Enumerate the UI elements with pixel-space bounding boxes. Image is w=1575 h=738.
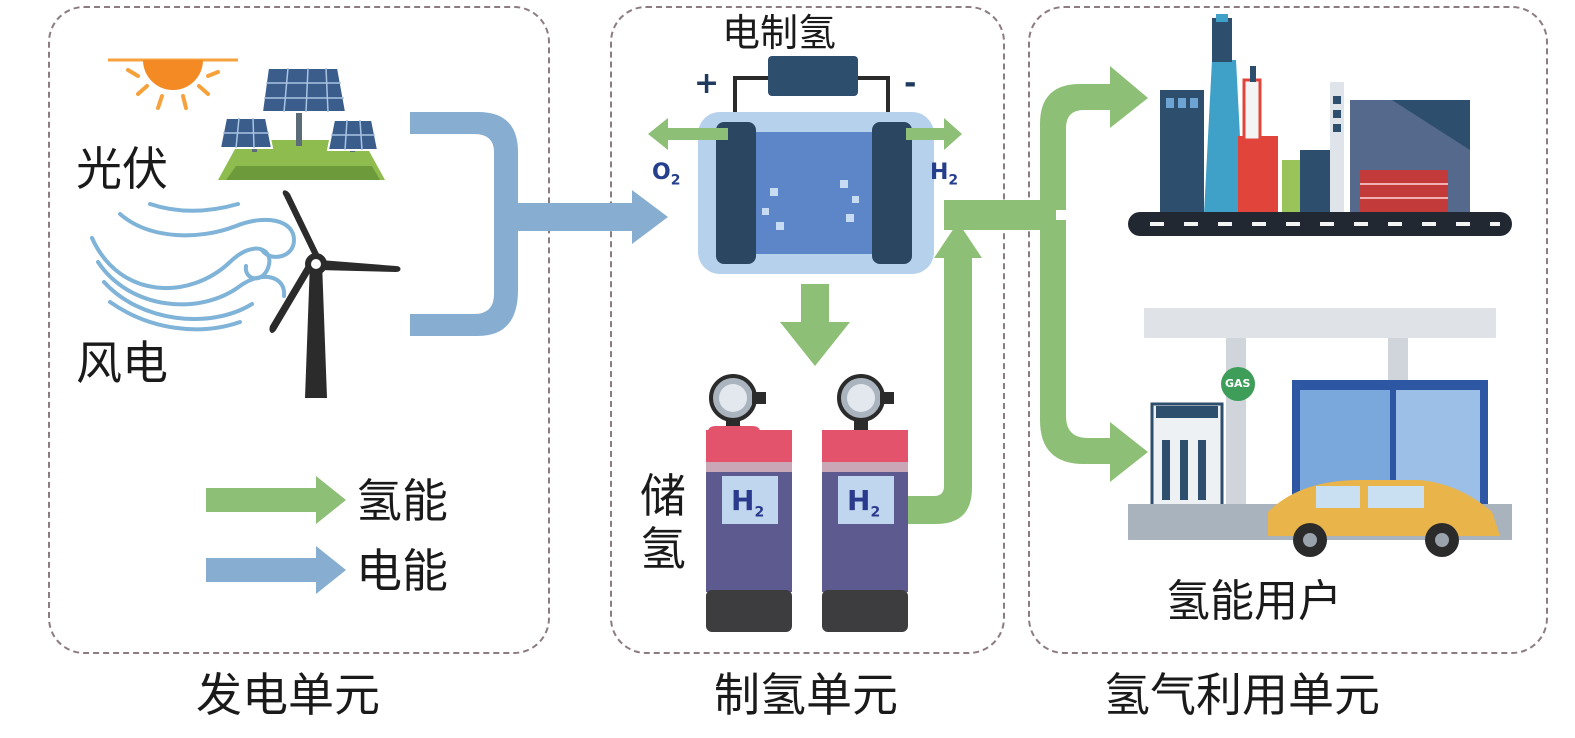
hydrogen-users-label: 氢能用户: [1166, 576, 1342, 627]
hydrogen-out-arrow: [906, 118, 962, 150]
production-unit-label: 制氢单元: [714, 668, 898, 722]
tank-formula-left: H2: [731, 484, 765, 521]
legend-hydrogen-arrow: [206, 476, 346, 524]
wind-label: 风电: [76, 336, 168, 390]
industrial-plant-icon: [1128, 14, 1512, 236]
utilization-unit-box: [1028, 6, 1548, 654]
generation-unit-box: [48, 6, 550, 654]
oxygen-formula: O2: [652, 160, 681, 189]
generation-unit-label: 发电单元: [196, 668, 380, 722]
electric-arrow: [410, 112, 668, 336]
tank-formula-right: H2: [847, 484, 881, 521]
storage-label: 储氢: [640, 469, 686, 576]
legend-hydrogen-label: 氢能: [356, 474, 448, 528]
oxygen-arrow: [648, 118, 728, 150]
electrolysis-title: 电制氢: [722, 11, 837, 55]
hydrogen-tank-icon: [822, 374, 908, 632]
plus-sign: +: [694, 66, 720, 101]
electrolyzer-icon: [698, 56, 934, 274]
sun-icon: [108, 58, 238, 110]
minus-sign: -: [904, 66, 917, 101]
hydrogen-formula: H2: [930, 160, 959, 189]
wind-swirl-icon: [90, 202, 297, 332]
gas-sign-label: GAS: [1225, 377, 1251, 390]
utilization-unit-label: 氢气利用单元: [1104, 668, 1380, 722]
solar-panel-icon: [218, 67, 385, 180]
storage-arrow: [780, 284, 850, 366]
wind-turbine-icon: [269, 190, 401, 398]
hydrogen-distribution-arrow: [944, 66, 1148, 482]
gas-station-icon: [1128, 308, 1512, 557]
legend-electric-arrow: [206, 546, 346, 594]
solar-label: 光伏: [76, 142, 168, 196]
production-unit-box: [610, 6, 1005, 654]
hydrogen-return-arrow: [906, 222, 982, 524]
hydrogen-tank-icon: [706, 374, 792, 632]
legend-electric-label: 电能: [356, 544, 448, 598]
